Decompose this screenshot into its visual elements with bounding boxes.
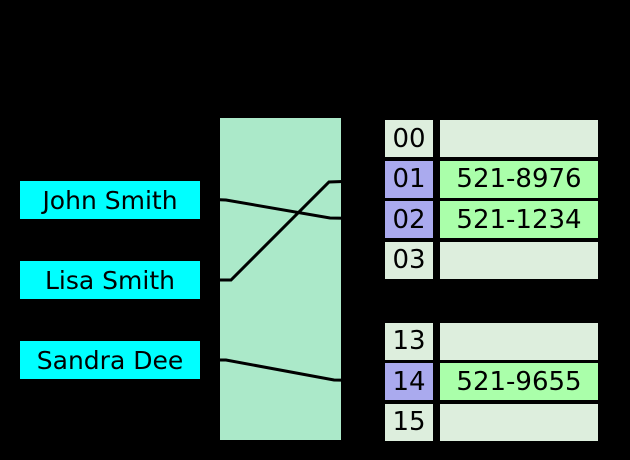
key-box-john-smith: John Smith bbox=[20, 181, 200, 219]
bucket-index-03: 03 bbox=[385, 241, 433, 279]
hash-function-box bbox=[220, 118, 341, 440]
bucket-value-01: 521-8976 bbox=[440, 160, 598, 198]
bucket-index-01: 01 bbox=[385, 160, 433, 198]
key-box-lisa-smith: Lisa Smith bbox=[20, 261, 200, 299]
bucket-value-13 bbox=[440, 322, 598, 360]
key-box-sandra-dee: Sandra Dee bbox=[20, 341, 200, 379]
key-label-sandra-dee: Sandra Dee bbox=[36, 345, 184, 375]
bucket-index-00: 00 bbox=[385, 120, 433, 157]
bucket-value-03 bbox=[440, 241, 598, 279]
bucket-value-15 bbox=[440, 403, 598, 441]
bucket-value-02: 521-1234 bbox=[440, 201, 598, 238]
bucket-index-13: 13 bbox=[385, 322, 433, 360]
bucket-index-14: 14 bbox=[385, 363, 433, 400]
bucket-index-15: 15 bbox=[385, 403, 433, 441]
bucket-value-00 bbox=[440, 120, 598, 157]
bucket-index-02: 02 bbox=[385, 201, 433, 238]
key-label-lisa-smith: Lisa Smith bbox=[45, 265, 175, 295]
bucket-value-14: 521-9655 bbox=[440, 363, 598, 400]
key-label-john-smith: John Smith bbox=[42, 185, 178, 215]
